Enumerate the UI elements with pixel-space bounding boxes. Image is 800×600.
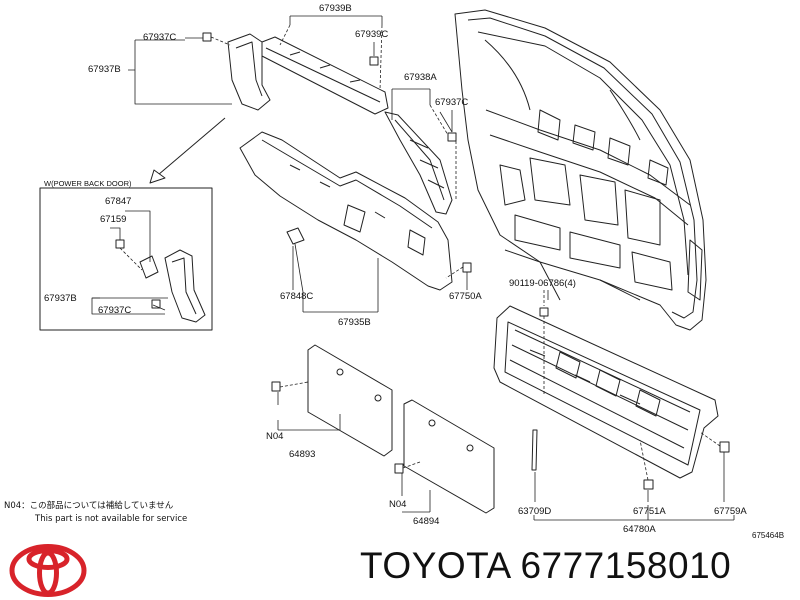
door-trim-board-67935B (239, 131, 453, 291)
note-japanese: N04：この部品については補給していません (4, 501, 174, 511)
inset-arrow-head (149, 169, 166, 184)
inset-arrow-shaft (157, 117, 226, 176)
cover-64893 (307, 344, 393, 457)
label-64894: 64894 (413, 516, 440, 527)
label-67750A: 67750A (449, 291, 482, 302)
clip-67750A (462, 262, 472, 273)
inner-panel-64780A (493, 305, 719, 479)
toyota-logo (9, 544, 87, 597)
label-67159: 67159 (100, 214, 127, 225)
note-english: This part is not available for service (35, 514, 188, 524)
label-67751A: 67751A (633, 506, 666, 517)
pillar-trim-67938A (384, 111, 453, 215)
label-64893: 64893 (289, 449, 316, 460)
brand-part-number: TOYOTA 6777158010 (360, 545, 732, 586)
clip-N04-b (394, 463, 404, 474)
label-N04-b: N04 (389, 499, 407, 510)
upper-trim-67939B (261, 36, 389, 115)
clip-67937C-top (202, 32, 212, 42)
label-67937C-top: 67937C (143, 32, 177, 43)
label-64780A: 64780A (623, 524, 656, 535)
label-67935B: 67935B (338, 317, 371, 328)
label-67937B-inset: 67937B (44, 293, 77, 304)
clip-67751A (643, 479, 654, 490)
clip-67939C (369, 56, 379, 66)
label-67939B: 67939B (319, 3, 352, 14)
leader-lines (91, 15, 735, 521)
clip-67759A (719, 441, 730, 453)
pillar-trim-67937B (227, 33, 271, 111)
label-67848C: 67848C (280, 291, 314, 302)
label-67937B-top: 67937B (88, 64, 121, 75)
label-67938A: 67938A (404, 72, 437, 83)
bolt-90119 (539, 307, 549, 317)
rod-63709D (531, 429, 538, 471)
label-67937C-inset: 67937C (98, 305, 132, 316)
label-63709D: 63709D (518, 506, 552, 517)
back-door-frame (454, 9, 707, 331)
label-67759A: 67759A (714, 506, 747, 517)
cover-67848C (286, 227, 305, 245)
inset-title: W(POWER BACK DOOR) (44, 179, 132, 188)
label-N04-a: N04 (266, 431, 284, 442)
clip-N04-a (271, 381, 281, 392)
clip-67937C-right (447, 132, 457, 142)
label-67939C: 67939C (355, 29, 389, 40)
label-90119-06786: 90119-06786(4) (509, 278, 576, 289)
power-back-door-inset (39, 187, 213, 331)
diagram-id: 675464B (752, 531, 785, 540)
label-67847: 67847 (105, 196, 132, 207)
cover-64894 (403, 399, 495, 514)
label-67937C-right: 67937C (435, 97, 469, 108)
